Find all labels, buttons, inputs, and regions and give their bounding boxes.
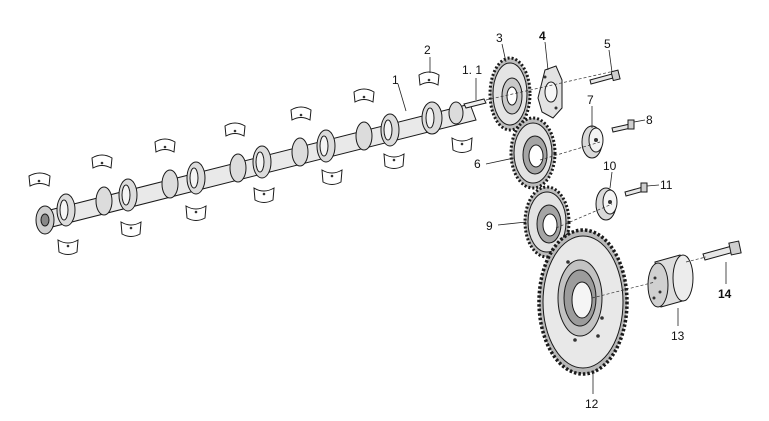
bearing-shell-holes bbox=[37, 78, 464, 248]
leader-lines bbox=[397, 41, 727, 394]
callout-11: 11 bbox=[660, 178, 673, 192]
dowel-pin bbox=[463, 98, 487, 109]
bolt-5 bbox=[589, 69, 621, 85]
callout-10: 10 bbox=[603, 159, 617, 173]
idler-gear-upper bbox=[509, 116, 557, 190]
thrust-plate bbox=[537, 65, 563, 119]
camshaft-gear bbox=[488, 56, 532, 132]
callout-14: 14 bbox=[718, 287, 732, 301]
bolt-14 bbox=[702, 240, 742, 261]
callout-12: 12 bbox=[585, 397, 599, 411]
callout-1-1: 1. 1 bbox=[462, 63, 482, 77]
bolt-11 bbox=[624, 182, 648, 197]
callout-9: 9 bbox=[486, 219, 493, 233]
camshaft bbox=[35, 101, 477, 235]
assembly-centerlines bbox=[485, 71, 707, 299]
large-gear-hub bbox=[647, 254, 694, 308]
callout-labels: 1 1. 1 2 3 4 5 6 7 8 9 10 11 12 13 14 bbox=[392, 29, 732, 411]
callout-8: 8 bbox=[646, 113, 653, 127]
bearing-shells-upper bbox=[28, 71, 440, 187]
bolt-8 bbox=[611, 119, 635, 133]
callout-6: 6 bbox=[474, 157, 481, 171]
large-gear bbox=[537, 228, 629, 376]
callout-7: 7 bbox=[587, 93, 594, 107]
callout-1: 1 bbox=[392, 73, 399, 87]
idler-hub-upper bbox=[581, 125, 604, 159]
idler-hub-lower bbox=[595, 187, 618, 221]
idler-gear-lower bbox=[523, 185, 571, 259]
callout-13: 13 bbox=[671, 329, 685, 343]
callout-3: 3 bbox=[496, 31, 503, 45]
callout-4: 4 bbox=[539, 29, 546, 43]
callout-5: 5 bbox=[604, 37, 611, 51]
callout-2: 2 bbox=[424, 43, 431, 57]
